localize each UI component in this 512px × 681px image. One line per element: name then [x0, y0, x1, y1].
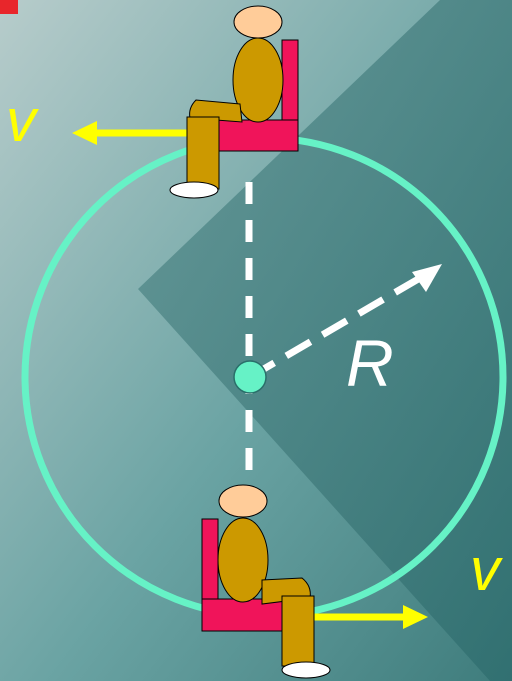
top-velocity-arrowhead — [72, 121, 97, 145]
bottom-head — [218, 484, 268, 518]
bottom-seat-back — [201, 518, 219, 602]
bottom-torso — [217, 517, 269, 603]
bottom-velocity-arrowhead — [403, 605, 428, 629]
center-point — [233, 360, 267, 394]
top-seat — [217, 119, 299, 152]
top-velocity-label: v — [6, 87, 39, 154]
bottom-shoe — [281, 661, 331, 679]
top-shoe — [169, 181, 219, 199]
top-rider — [169, 5, 299, 199]
radius-arrowhead — [412, 264, 442, 292]
top-seat-back — [281, 39, 299, 123]
bottom-velocity-label: v — [470, 536, 503, 603]
radius-label: R — [346, 326, 394, 400]
radius-arrow-line — [248, 274, 422, 381]
bottom-shin — [281, 595, 315, 667]
bottom-seat — [201, 598, 283, 632]
background-dark-wedge — [138, 0, 512, 681]
corner-marker — [0, 0, 18, 14]
top-shin — [186, 116, 220, 190]
bottom-rider — [201, 484, 331, 679]
top-head — [233, 5, 283, 39]
